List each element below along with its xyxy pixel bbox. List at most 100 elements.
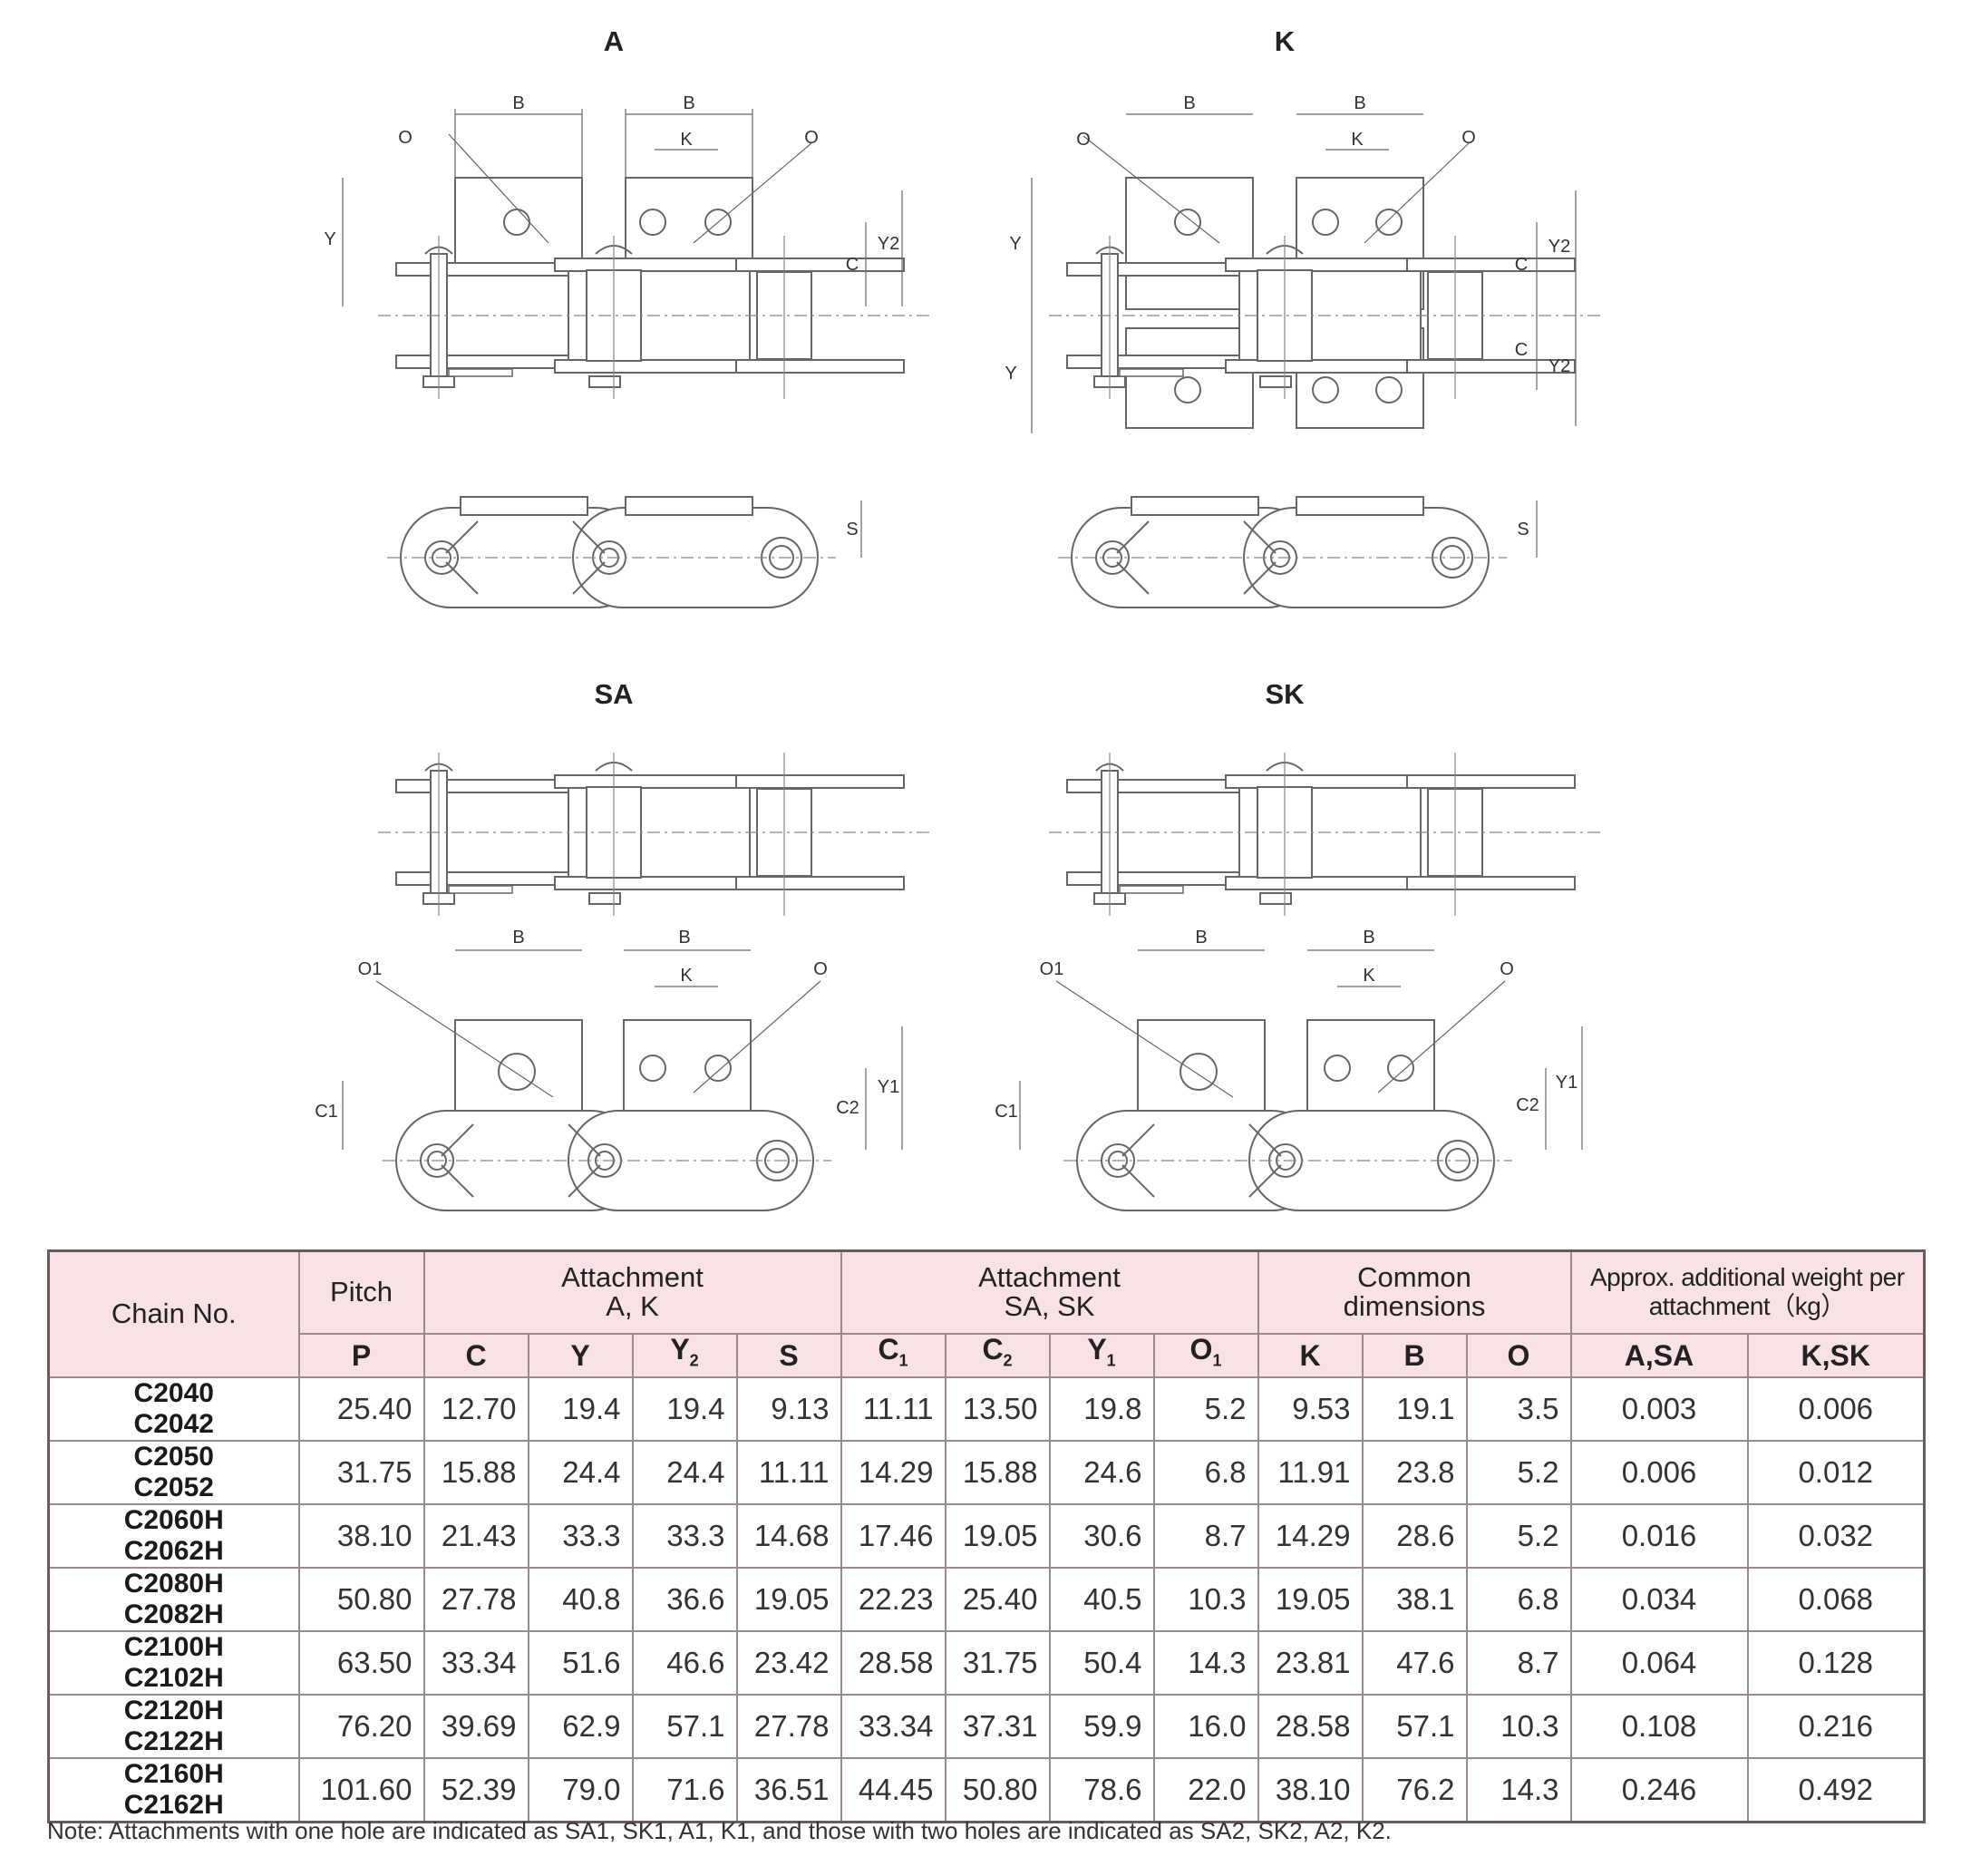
cell-y1: 24.6: [1048, 1439, 1155, 1505]
cell-w-k-sk: 0.128: [1746, 1629, 1926, 1696]
cell-w-a-sa: 0.246: [1569, 1756, 1749, 1823]
cell-o: 14.3: [1465, 1756, 1572, 1823]
cell-c: 52.39: [422, 1756, 529, 1823]
header-attachment-sask-line2: SA, SK: [1004, 1290, 1095, 1323]
cell-p: 38.10: [297, 1502, 425, 1569]
cell-b: 57.1: [1361, 1693, 1468, 1759]
dim-label-c2: C2: [1516, 1095, 1539, 1115]
cell-p: 101.60: [297, 1756, 425, 1823]
dim-label-y: Y: [324, 229, 335, 249]
cell-s: 19.05: [735, 1566, 842, 1632]
cell-c2: 19.05: [944, 1502, 1051, 1569]
cell-y1: 50.4: [1048, 1629, 1155, 1696]
dim-label-c: C: [1515, 340, 1528, 360]
header-attachment-sask: Attachment SA, SK: [840, 1249, 1259, 1335]
cell-o: 5.2: [1465, 1439, 1572, 1505]
chain-number: C2042: [133, 1408, 214, 1439]
dim-label-c1: C1: [315, 1102, 338, 1122]
chain-number: C2162H: [123, 1789, 224, 1820]
cell-y: 62.9: [527, 1693, 634, 1759]
dim-label-s: S: [846, 520, 858, 539]
cell-b: 47.6: [1361, 1629, 1468, 1696]
cell-b: 76.2: [1361, 1756, 1468, 1823]
view-title-a: A: [603, 25, 625, 57]
header-o1-sub: 1: [1212, 1351, 1222, 1370]
cell-k: 9.53: [1257, 1375, 1364, 1442]
header-k: K: [1257, 1332, 1364, 1378]
chain-number: C2052: [133, 1472, 214, 1502]
cell-k: 19.05: [1257, 1566, 1364, 1632]
header-weight-line2: attachment（kg）: [1648, 1292, 1847, 1321]
specification-table: Chain No. Pitch Attachment A, K Attachme…: [47, 1249, 1926, 1823]
cell-o: 10.3: [1465, 1693, 1572, 1759]
cell-c: 15.88: [422, 1439, 529, 1505]
cell-y: 19.4: [527, 1375, 634, 1442]
chain-number: C2120H: [123, 1695, 224, 1725]
header-a-sa: A,SA: [1569, 1332, 1749, 1378]
chain-number: C2160H: [123, 1758, 224, 1789]
cell-w-a-sa: 0.003: [1569, 1375, 1749, 1442]
header-pitch: Pitch: [297, 1249, 425, 1335]
cell-b: 28.6: [1361, 1502, 1468, 1569]
cell-w-k-sk: 0.492: [1746, 1756, 1926, 1823]
drawings-area: A K SA SK: [315, 25, 1603, 1211]
cell-w-a-sa: 0.108: [1569, 1693, 1749, 1759]
cell-o1: 10.3: [1152, 1566, 1259, 1632]
dim-label-b: B: [683, 93, 694, 113]
cell-p: 76.20: [297, 1693, 425, 1759]
header-y1-sub: 1: [1106, 1351, 1116, 1370]
view-title-sk: SK: [1265, 678, 1305, 710]
cell-o1: 22.0: [1152, 1756, 1259, 1823]
cell-b: 23.8: [1361, 1439, 1468, 1505]
cell-y1: 30.6: [1048, 1502, 1155, 1569]
dim-label-b: B: [512, 93, 524, 113]
header-attachment-sask-line1: Attachment: [978, 1261, 1121, 1294]
cell-c1: 44.45: [840, 1756, 947, 1823]
dim-label-y2: Y2: [1548, 356, 1570, 376]
cell-s: 27.78: [735, 1693, 842, 1759]
cell-w-k-sk: 0.216: [1746, 1693, 1926, 1759]
cell-o1: 5.2: [1152, 1375, 1259, 1442]
header-c2-sub: 2: [1003, 1351, 1013, 1370]
cell-y1: 78.6: [1048, 1756, 1155, 1823]
header-attachment-ak-line1: Attachment: [561, 1261, 704, 1294]
chain-number: C2100H: [123, 1631, 224, 1662]
chain-number: C2050: [133, 1441, 214, 1472]
cell-c1: 22.23: [840, 1566, 947, 1632]
cell-s: 23.42: [735, 1629, 842, 1696]
header-weight: Approx. additional weight per attachment…: [1569, 1249, 1926, 1335]
dim-label-b: B: [678, 928, 690, 948]
dim-label-k: K: [1351, 130, 1364, 150]
cell-c2: 13.50: [944, 1375, 1051, 1442]
cell-c2: 37.31: [944, 1693, 1051, 1759]
chain-number: C2102H: [123, 1662, 224, 1693]
cell-k: 11.91: [1257, 1439, 1364, 1505]
header-y: Y: [527, 1332, 634, 1378]
cell-y2: 71.6: [631, 1756, 738, 1823]
dim-label-y2: Y2: [878, 234, 899, 254]
cell-b: 19.1: [1361, 1375, 1468, 1442]
cell-y2: 46.6: [631, 1629, 738, 1696]
header-y2-sub: 2: [689, 1351, 699, 1370]
cell-o: 3.5: [1465, 1375, 1572, 1442]
cell-y: 24.4: [527, 1439, 634, 1505]
cell-o1: 8.7: [1152, 1502, 1259, 1569]
dim-label-o: O: [398, 128, 413, 148]
cell-o: 5.2: [1465, 1502, 1572, 1569]
header-common-line1: Common: [1357, 1261, 1471, 1294]
cell-c1: 33.34: [840, 1693, 947, 1759]
cell-s: 14.68: [735, 1502, 842, 1569]
cell-w-k-sk: 0.068: [1746, 1566, 1926, 1632]
header-b: B: [1361, 1332, 1468, 1378]
header-c1-base: C: [878, 1333, 899, 1366]
cell-p: 63.50: [297, 1629, 425, 1696]
cell-c2: 25.40: [944, 1566, 1051, 1632]
